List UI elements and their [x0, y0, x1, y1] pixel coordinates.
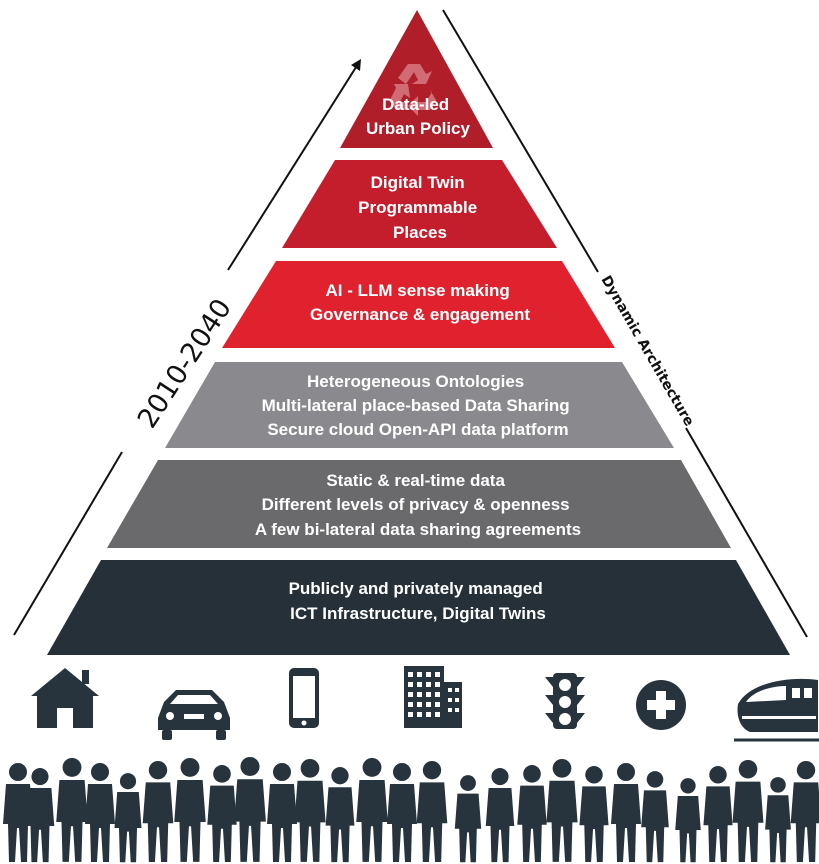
person-silhouette: [641, 771, 669, 863]
person-silhouette: [234, 756, 266, 862]
person-silhouette: [765, 777, 791, 863]
person-silhouette: [579, 766, 609, 863]
person-silhouette: [56, 757, 88, 862]
svg-text:AI - LLM sense making Gove: AI - LLM sense making Governance & engag…: [310, 281, 530, 324]
tier-3-shape: [222, 261, 615, 348]
car-icon: [158, 690, 230, 740]
tier-1-shape: [340, 10, 493, 148]
dynamic-architecture-line: [442, 9, 808, 638]
person-silhouette: [517, 765, 547, 863]
svg-text:Digital Twin Programmable: Digital Twin Programmable Places: [358, 173, 482, 242]
tier-5-line-3: A few bi-lateral data sharing agreements: [255, 520, 581, 539]
tier-5-shape: [107, 460, 731, 548]
person-silhouette: [546, 758, 578, 862]
tier-4-line-2: Multi-lateral place-based Data Sharing: [262, 396, 570, 415]
person-silhouette: [387, 763, 417, 862]
tier-6-shape: [47, 560, 790, 655]
medical-cross-icon: [636, 680, 686, 730]
train-icon: [734, 678, 819, 742]
tier-2-line-2: Programmable: [358, 198, 477, 217]
person-silhouette: [325, 767, 355, 863]
tier-4-shape: [165, 362, 674, 448]
svg-text:Data-led Urban Policy: Data-led Urban Policy: [366, 95, 470, 138]
person-silhouette: [207, 765, 237, 863]
tier-1-line-1: Data-led: [382, 95, 449, 114]
tier-6-line-2: ICT Infrastructure, Digital Twins: [290, 604, 546, 623]
crowd-silhouettes: [3, 756, 819, 863]
person-silhouette: [142, 760, 174, 862]
person-silhouette: [454, 775, 482, 863]
svg-text:Static & real-time data Di: Static & real-time data Different levels…: [255, 471, 581, 539]
tier-5-line-2: Different levels of privacy & openness: [262, 495, 570, 514]
person-silhouette: [3, 763, 33, 862]
smartphone-icon: [289, 668, 319, 728]
tier-6-line-1: Publicly and privately managed: [289, 579, 543, 598]
tier-2-line-3: Places: [393, 223, 447, 242]
arrow-head-icon: [351, 59, 361, 71]
office-building-icon: [404, 666, 462, 728]
svg-text:Publicly and privately managed: Publicly and privately managed ICT Infra…: [289, 579, 548, 623]
person-silhouette: [611, 763, 641, 862]
person-silhouette: [294, 758, 326, 862]
person-silhouette: [732, 759, 764, 862]
person-silhouette: [114, 773, 142, 863]
tier-3-line-1: AI - LLM sense making: [326, 281, 510, 300]
tier-4-line-3: Secure cloud Open-API data platform: [267, 420, 568, 439]
person-silhouette: [267, 763, 297, 862]
svg-text:Heterogeneous Ontologies M: Heterogeneous Ontologies Multi-lateral p…: [262, 372, 575, 439]
person-silhouette: [356, 757, 388, 862]
tier-5-line-1: Static & real-time data: [326, 471, 505, 490]
tier-4-line-1: Heterogeneous Ontologies: [307, 372, 524, 391]
person-silhouette: [85, 763, 115, 862]
traffic-light-icon: [545, 673, 585, 729]
person-silhouette: [485, 768, 515, 863]
person-silhouette: [703, 766, 733, 863]
tier-3-line-2: Governance & engagement: [310, 305, 530, 324]
person-silhouette: [790, 760, 819, 862]
person-silhouette: [416, 760, 448, 862]
person-silhouette: [25, 768, 55, 863]
house-icon: [31, 668, 99, 728]
tier-1-line-2: Urban Policy: [366, 119, 470, 138]
tier-2-line-1: Digital Twin: [371, 173, 465, 192]
person-silhouette: [675, 778, 701, 863]
tier-2-shape: [282, 160, 557, 248]
recycle-icon: [390, 64, 436, 116]
timeline-arrow: [13, 63, 359, 636]
person-silhouette: [174, 757, 206, 862]
